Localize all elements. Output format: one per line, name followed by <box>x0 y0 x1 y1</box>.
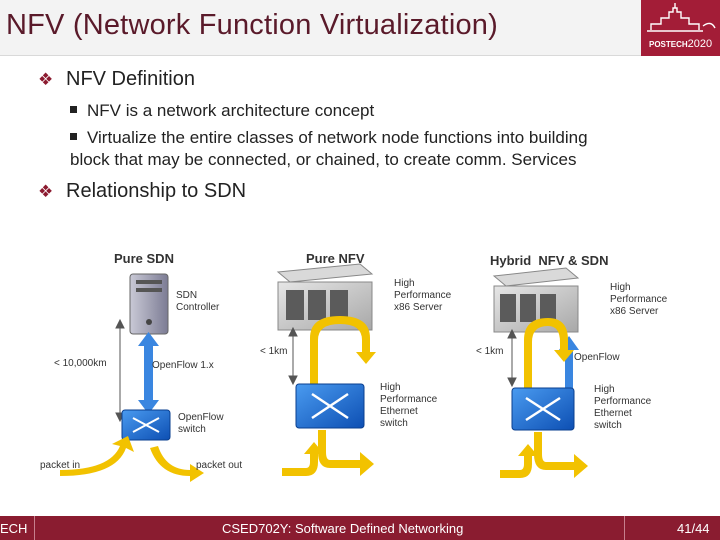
hybrid-switch-label-4: switch <box>594 420 622 431</box>
pure-sdn-heading: Pure SDN <box>114 251 174 266</box>
hybrid-ethernet-switch-icon <box>511 387 575 431</box>
sub-bullet-2-continued: block that may be connected, or chained,… <box>70 149 576 170</box>
bullet-text: NFV Definition <box>66 68 195 90</box>
sub-bullet-text: Virtualize the entire classes of network… <box>87 128 588 147</box>
bullet-nfv-definition: ❖ NFV Definition <box>38 68 195 91</box>
logo-brand: POSTECH <box>649 40 688 49</box>
sdn-controller-label-2: Controller <box>176 302 220 313</box>
diagram-graphics <box>60 263 588 482</box>
sub-bullet-text: NFV is a network architecture concept <box>87 101 375 120</box>
hybrid-server-label-1: High <box>610 282 631 293</box>
sdn-distance-label: < 10,000km <box>54 358 107 369</box>
sdn-nfv-diagram: Pure SDN SDN Controller < 10,000km OpenF… <box>0 232 720 482</box>
hybrid-switch-label-2: Performance <box>594 396 652 407</box>
nfv-server-label-1: High <box>394 278 415 289</box>
title-bar: NFV (Network Function Virtualization) PO… <box>0 0 720 56</box>
nfv-server-label-2: Performance <box>394 290 452 301</box>
hybrid-switch-label-3: Ethernet <box>594 408 632 419</box>
hybrid-x86-server-icon <box>492 267 580 333</box>
packet-in-label: packet in <box>40 460 81 471</box>
nfv-switch-label-1: High <box>380 382 401 393</box>
diamond-bullet-icon: ❖ <box>38 70 54 89</box>
openflow-switch-label-2: switch <box>178 424 206 435</box>
sdn-controller-label-1: SDN <box>176 290 198 301</box>
sub-bullet-2: Virtualize the entire classes of network… <box>70 127 588 148</box>
packet-out-label: packet out <box>196 460 243 471</box>
footer-divider <box>624 516 625 540</box>
diamond-bullet-icon: ❖ <box>38 182 54 201</box>
footer-divider <box>34 516 35 540</box>
footer-course: CSED702Y: Software Defined Networking <box>222 521 464 536</box>
ethernet-switch-icon <box>295 383 365 429</box>
slide-title: NFV (Network Function Virtualization) <box>6 9 498 41</box>
hybrid-switch-label-1: High <box>594 384 615 395</box>
openflow-version-label: OpenFlow 1.x <box>152 360 214 371</box>
hybrid-heading: Hybrid NFV & SDN <box>490 253 609 268</box>
slide-footer: ECH CSED702Y: Software Defined Networkin… <box>0 516 720 540</box>
sdn-controller-icon <box>129 273 169 335</box>
openflow-switch-icon <box>121 409 171 441</box>
nfv-switch-label-2: Performance <box>380 394 438 405</box>
hybrid-server-label-2: Performance <box>610 294 668 305</box>
sub-bullet-text: block that may be connected, or chained,… <box>70 150 577 169</box>
footer-left-text: ECH <box>0 521 28 536</box>
postech-logo: POSTECH2020 <box>641 0 720 56</box>
building-icon <box>647 3 716 32</box>
hybrid-openflow-label: OpenFlow <box>574 352 620 363</box>
square-bullet-icon <box>70 133 77 141</box>
square-bullet-icon <box>70 106 77 114</box>
openflow-switch-label-1: OpenFlow <box>178 412 224 423</box>
footer-page-number: 41/44 <box>677 521 710 536</box>
nfv-switch-label-3: Ethernet <box>380 406 418 417</box>
bullet-relationship-sdn: ❖ Relationship to SDN <box>38 180 246 203</box>
bullet-text: Relationship to SDN <box>66 180 247 202</box>
logo-year: 2020 <box>687 38 713 50</box>
nfv-distance-label: < 1km <box>260 346 288 357</box>
nfv-server-label-3: x86 Server <box>394 302 443 313</box>
hybrid-server-label-3: x86 Server <box>610 306 659 317</box>
pure-nfv-heading: Pure NFV <box>306 251 365 266</box>
hybrid-distance-label: < 1km <box>476 346 504 357</box>
nfv-switch-label-4: switch <box>380 418 408 429</box>
sub-bullet-1: NFV is a network architecture concept <box>70 100 374 121</box>
